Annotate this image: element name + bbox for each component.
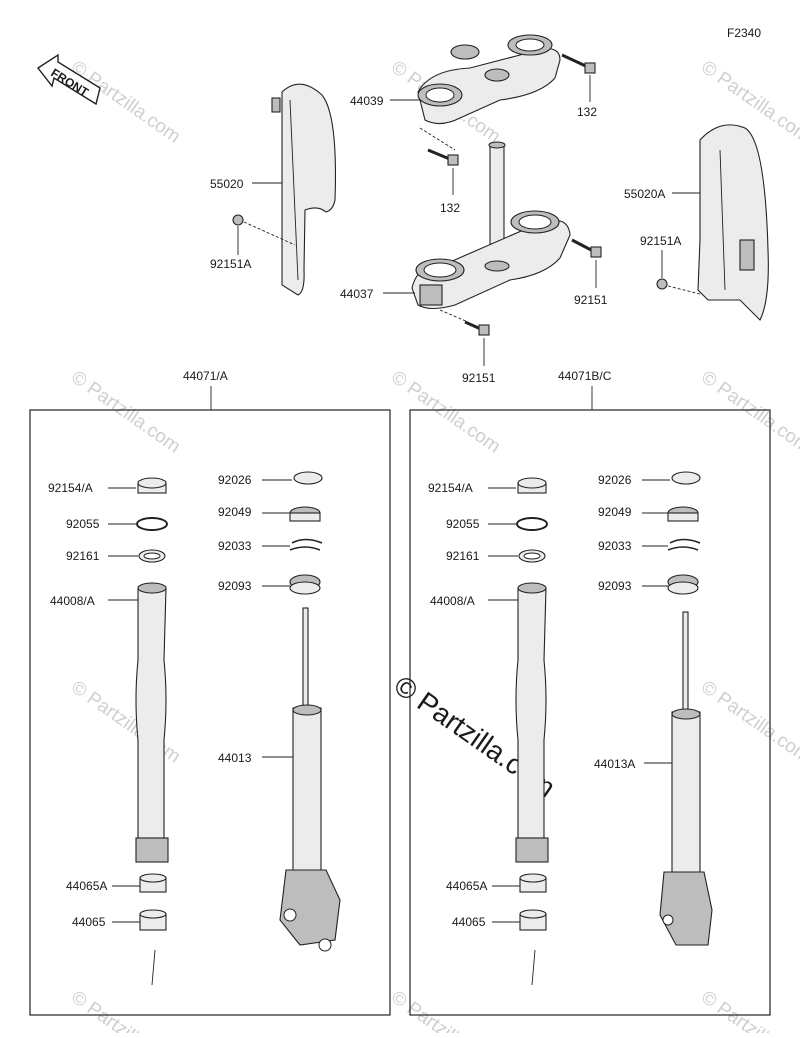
figure-code: F2340 <box>727 26 761 40</box>
label-seal-right: 92049 <box>598 505 632 519</box>
fork-guard-left <box>271 83 337 296</box>
label-oring-right: 92055 <box>446 517 480 531</box>
watermark-text: © Partzilla.com <box>387 987 504 1033</box>
label-oring: 92055 <box>66 517 100 531</box>
label-seal-top: 92026 <box>218 473 252 487</box>
label-bushing-a: 44065A <box>66 879 107 893</box>
watermark-text: © Partzilla.com <box>697 987 800 1033</box>
bolt-92151-bottom <box>464 320 490 336</box>
label-clip-right: 92033 <box>598 539 632 553</box>
label-clip: 92033 <box>218 539 252 553</box>
label-dust-seal-right: 92093 <box>598 579 632 593</box>
label-seal-top-right: 92026 <box>598 473 632 487</box>
label-55020A: 55020A <box>624 187 665 201</box>
label-132-upper: 132 <box>577 105 597 119</box>
label-tube: 44008/A <box>50 594 95 608</box>
bolt-132-lower <box>427 148 459 166</box>
label-44037: 44037 <box>340 287 374 301</box>
watermark-text: © Partzilla.com <box>697 677 800 768</box>
upper-triple-clamp <box>417 34 561 125</box>
label-assembly-left: 44071/A <box>183 369 228 383</box>
label-55020: 55020 <box>210 177 244 191</box>
label-44039: 44039 <box>350 94 384 108</box>
fork-guard-right <box>697 124 769 321</box>
bolt-132-upper <box>561 53 596 74</box>
label-92151-bottom: 92151 <box>462 371 496 385</box>
label-dust-seal: 92093 <box>218 579 252 593</box>
bolt-92151-side <box>571 238 602 258</box>
label-92151-side: 92151 <box>574 293 608 307</box>
label-cap-right: 92154/A <box>428 481 473 495</box>
fork-assembly-left: 92154/A 92055 92161 44008/A 44065A 44065… <box>29 409 391 1016</box>
label-inner-tube-right: 44013A <box>594 757 635 771</box>
label-tube-right: 44008/A <box>430 594 475 608</box>
label-cap: 92154/A <box>48 481 93 495</box>
label-132-lower: 132 <box>440 201 460 215</box>
label-ring: 92161 <box>66 549 100 563</box>
label-seal: 92049 <box>218 505 252 519</box>
label-92151A-right: 92151A <box>640 234 681 248</box>
watermark-text: © Partzilla.com <box>67 677 184 768</box>
label-ring-right: 92161 <box>446 549 480 563</box>
watermark-text: © Partzilla.com <box>67 367 184 458</box>
label-92151A-left: 92151A <box>210 257 251 271</box>
watermark-text: © Partzilla.com <box>697 367 800 458</box>
screw-92151A-right <box>656 278 668 290</box>
watermark-text: © Partzilla.com <box>67 987 184 1033</box>
label-bushing-a-right: 44065A <box>446 879 487 893</box>
screw-92151A-left <box>232 214 244 226</box>
label-assembly-right: 44071B/C <box>558 369 612 383</box>
label-inner-tube: 44013 <box>218 751 252 765</box>
label-bushing: 44065 <box>72 915 106 929</box>
watermark-text: © Partzilla.com <box>67 57 184 148</box>
label-bushing-right: 44065 <box>452 915 486 929</box>
fork-assembly-right: 92154/A 92055 92161 44008/A 44065A 44065… <box>409 409 771 1016</box>
steering-stem <box>411 141 571 310</box>
